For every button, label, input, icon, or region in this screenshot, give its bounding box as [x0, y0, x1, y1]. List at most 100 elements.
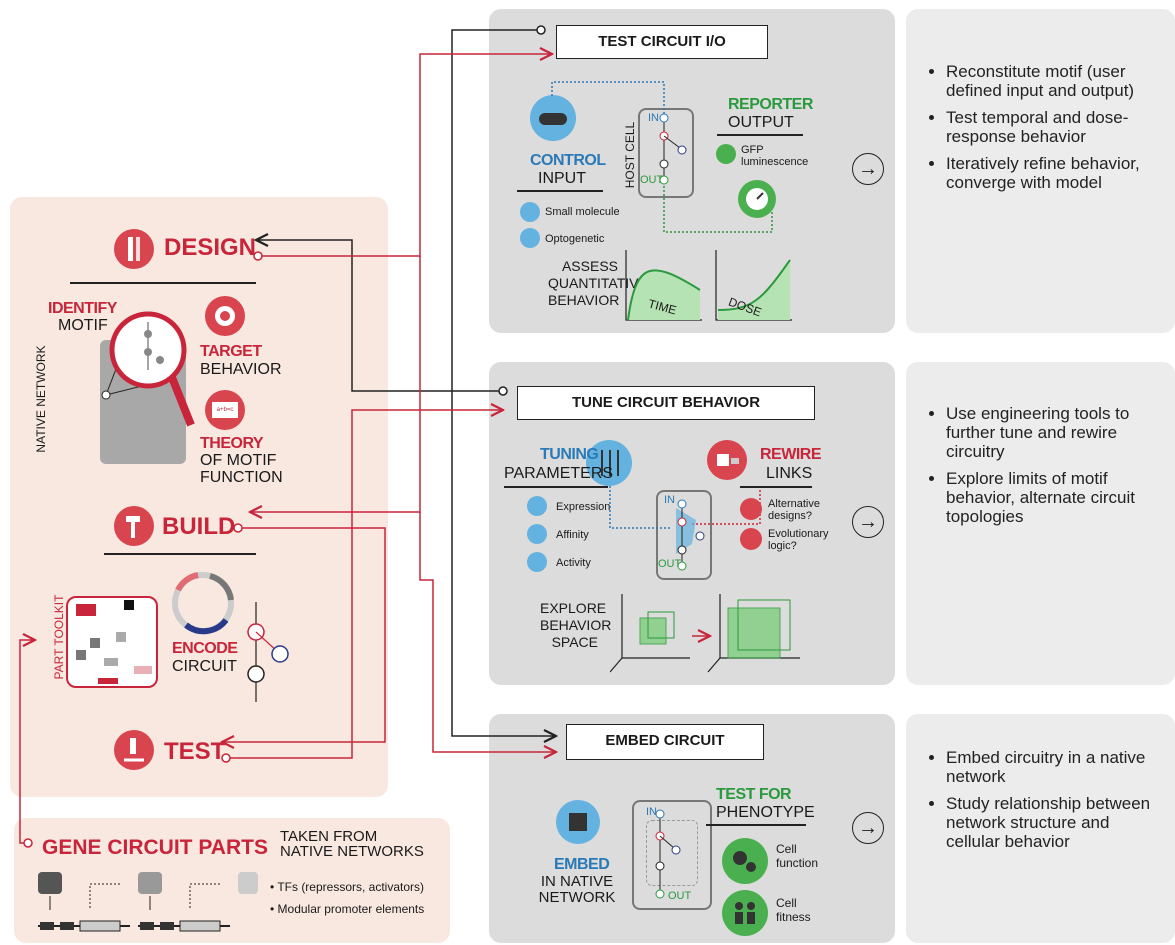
- rewire-label: REWIRE: [760, 446, 822, 463]
- embed-native-box: [646, 820, 698, 886]
- native-networks-label: NATIVE NETWORKS: [280, 843, 424, 860]
- evolutionary-logic-icon: [740, 528, 762, 550]
- embed-cell-box: [632, 800, 712, 910]
- input-divider: [517, 190, 603, 192]
- tune-circuit-wiring: [609, 486, 761, 571]
- test-note-3: Iteratively refine behavior, converge wi…: [946, 154, 1164, 192]
- taken-from-label: TAKEN FROM: [280, 828, 378, 845]
- small-molecule-icon: [520, 202, 540, 222]
- jellyfish-icon: [716, 144, 736, 164]
- embed-note-2: Study relationship between network struc…: [946, 794, 1164, 851]
- luminescence-label: luminescence: [741, 156, 809, 168]
- test-notes-panel: [906, 9, 1175, 333]
- control-label: CONTROL: [530, 152, 606, 169]
- theory-equation: a+b=c: [212, 402, 238, 418]
- sliders-icon: [586, 440, 632, 486]
- build-divider: [104, 553, 256, 555]
- designs-label: designs?: [768, 510, 813, 522]
- tuning-label: TUNING: [540, 446, 599, 463]
- tune-notes: Use engineering tools to further tune an…: [924, 404, 1172, 534]
- hammer-icon: [114, 506, 154, 546]
- expression-label: Expression: [556, 501, 611, 513]
- test-circuit-header: TEST CIRCUIT I/O: [556, 25, 768, 59]
- activity-label: Activity: [556, 557, 591, 569]
- embed-in-label: IN: [646, 806, 657, 818]
- test-next-arrow-icon: →: [852, 153, 884, 185]
- tune-note-1: Use engineering tools to further tune an…: [946, 404, 1172, 461]
- theory-board-icon: a+b=c: [205, 390, 245, 430]
- of-motif-label: OF MOTIF: [200, 452, 277, 469]
- target-label: TARGET: [200, 343, 262, 360]
- function-label: FUNCTION: [200, 469, 283, 486]
- cell-fitness-label-1: Cell: [776, 896, 797, 910]
- design-label: DESIGN: [164, 234, 257, 261]
- logic-label: logic?: [768, 540, 797, 552]
- parameters-divider: [504, 486, 608, 488]
- gears-icon: [722, 838, 768, 884]
- test-for-label: TEST FOR: [716, 786, 792, 803]
- cell-function-label-1: Cell: [776, 842, 797, 856]
- input-label: INPUT: [538, 170, 586, 187]
- embed-out-label: OUT: [668, 890, 692, 902]
- build-label: BUILD: [162, 513, 236, 540]
- tune-notes-panel: [906, 362, 1175, 685]
- reporter-label: REPORTER: [728, 96, 813, 113]
- evolutionary-label: Evolutionary: [768, 528, 829, 540]
- in-native-block: IN NATIVE NETWORK: [532, 874, 622, 906]
- embed-label: EMBED: [554, 856, 610, 873]
- activity-icon: [527, 552, 547, 572]
- output-divider: [717, 134, 803, 136]
- tune-next-arrow-icon: →: [852, 506, 884, 538]
- assess-block: ASSESS QUANTITATIVE BEHAVIOR: [548, 258, 648, 309]
- alternative-label: Alternative: [768, 498, 820, 510]
- ruler-pencil-icon: [114, 229, 154, 269]
- expression-icon: [527, 496, 547, 516]
- embed-notes-panel: [906, 714, 1175, 943]
- embed-next-arrow-icon: →: [852, 812, 884, 844]
- cell-function-label-2: function: [776, 856, 819, 870]
- test-label: TEST: [164, 738, 226, 765]
- output-label: OUTPUT: [728, 114, 794, 131]
- target-icon: [205, 296, 245, 336]
- explore-label-1: EXPLORE: [540, 600, 607, 616]
- encode-label: ENCODE: [172, 640, 238, 657]
- links-divider: [740, 486, 812, 488]
- assess-label-3: BEHAVIOR: [548, 292, 620, 308]
- embed-circuit-header: EMBED CIRCUIT: [566, 724, 764, 760]
- behavior-label: BEHAVIOR: [200, 361, 282, 378]
- affinity-icon: [527, 524, 547, 544]
- optogenetic-icon: [520, 228, 540, 248]
- tune-out-label: OUT: [658, 558, 682, 570]
- people-icon: [722, 890, 768, 936]
- gfp-label: GFP: [741, 144, 764, 156]
- gamepad-icon: [530, 95, 576, 141]
- cell-function-block: Cell function: [776, 842, 818, 870]
- plug-icon: [707, 440, 747, 480]
- test-out-label: OUT: [640, 174, 664, 186]
- promoter-bullet: • Modular promoter elements: [270, 902, 425, 916]
- explore-label-3: SPACE: [551, 634, 598, 650]
- affinity-label: Affinity: [556, 529, 589, 541]
- phenotype-label: PHENOTYPE: [716, 804, 815, 821]
- explore-block: EXPLORE BEHAVIOR SPACE: [540, 600, 612, 651]
- explore-plots: [610, 594, 800, 673]
- design-build-test-panel: [10, 197, 388, 797]
- design-divider: [70, 282, 256, 284]
- tune-note-2: Explore limits of motif behavior, altern…: [946, 469, 1172, 526]
- embed-circuit-wiring: [655, 809, 681, 899]
- tune-circuit-header: TUNE CIRCUIT BEHAVIOR: [517, 386, 815, 420]
- explore-label-2: BEHAVIOR: [540, 617, 612, 633]
- cell-fitness-label-2: fitness: [776, 910, 811, 924]
- alternative-designs-icon: [740, 498, 762, 520]
- assess-label-2: QUANTITATIVE: [548, 275, 648, 291]
- chip-icon: [556, 800, 600, 844]
- embed-notes: Embed circuitry in a native network Stud…: [924, 748, 1164, 859]
- test-in-label: IN: [648, 112, 659, 124]
- links-label: LINKS: [766, 465, 813, 482]
- assess-plots: [625, 250, 792, 321]
- circuit-label: CIRCUIT: [172, 658, 237, 675]
- circuit-motif-icon: [247, 602, 289, 702]
- host-cell-box: [638, 108, 694, 198]
- embed-note-1: Embed circuitry in a native network: [946, 748, 1164, 786]
